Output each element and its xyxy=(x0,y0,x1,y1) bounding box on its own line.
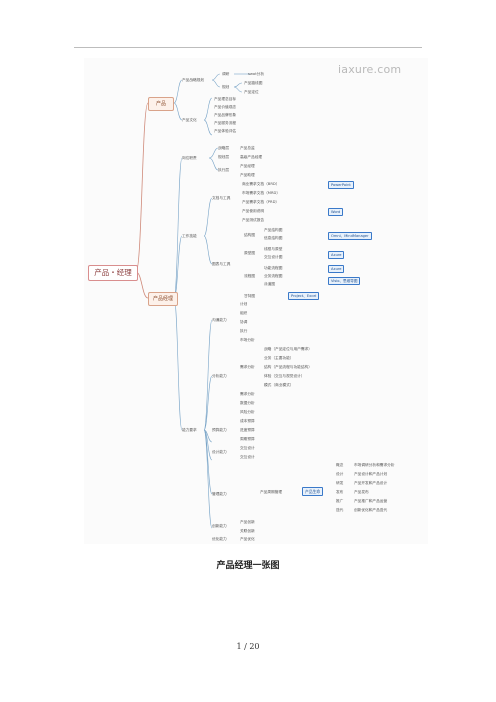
duty-val: 产品总监 xyxy=(240,146,255,150)
flow-label: 流程图 xyxy=(244,274,256,278)
doc-item: 商业需求文档（BRD） xyxy=(242,182,280,186)
optimize-label: 优化能力 xyxy=(212,537,227,541)
watermark: iaxure.com xyxy=(338,63,402,76)
gantt-label: 甘特图 xyxy=(244,294,256,298)
design-item: 交互设计 xyxy=(240,455,255,459)
ability-label: 能力要求 xyxy=(182,428,197,432)
duty-val: 产品助理 xyxy=(240,173,255,177)
culture-item: 产品服务流程 xyxy=(214,121,237,125)
doc-item: 产品使用说明 xyxy=(242,209,265,213)
tool-project: Project、Excel xyxy=(288,292,320,300)
tool-omni: Omni、MindManager xyxy=(328,232,372,240)
analysis-item: 数据分析 xyxy=(240,401,255,405)
figure-caption: 产品经理一张图 xyxy=(216,561,280,571)
culture-item: 产品品牌形象 xyxy=(214,113,237,117)
analysis-label: 分析能力 xyxy=(212,374,227,378)
demand-item: 结构（产品流程与功能结构） xyxy=(264,365,312,369)
phase-key: 发布 xyxy=(336,490,344,494)
comm-label: 沟通能力 xyxy=(212,318,227,322)
tool-word: Word xyxy=(328,208,344,216)
phase-val: 产品开发和产品设计 xyxy=(354,481,388,485)
proto-item: 交互设计图 xyxy=(264,255,283,259)
proto-label: 原型图 xyxy=(244,251,256,255)
culture-item: 产品体验评估 xyxy=(214,129,237,133)
phase-key: 推广 xyxy=(336,499,344,503)
product-culture: 产品文化 xyxy=(182,118,197,122)
product-route: 产品路线图 xyxy=(244,81,263,85)
analysis-item: 风险分析 xyxy=(240,410,255,414)
tool-axure-2: Axure xyxy=(328,265,345,273)
proto-item: 线框与原型 xyxy=(264,247,283,251)
comm-item: 执行 xyxy=(240,329,248,333)
phase-val: 市场调研分析和需求分析 xyxy=(354,463,395,467)
optimize-item: 产品优化 xyxy=(240,537,255,541)
phase-val: 产品推广和产品运营 xyxy=(354,499,388,503)
phase-val: 创新优化和产品迭代 xyxy=(354,508,388,512)
innov-item: 关联创新 xyxy=(240,529,255,533)
innov-label: 创新能力 xyxy=(212,524,227,528)
demand-item: 业务（主要功能） xyxy=(264,356,294,360)
duty-val: 高级产品经理 xyxy=(240,155,263,159)
culture-item: 产品价值观念 xyxy=(214,105,237,109)
design-label: 设计能力 xyxy=(212,450,227,454)
lifecycle-label: 产品周期管理 xyxy=(260,490,283,494)
tool-visio: Visio、思维导图 xyxy=(328,277,361,285)
forecast-label: 预算能力 xyxy=(212,428,227,432)
page-number: 1 / 20 xyxy=(236,642,260,651)
manage-label: 管理能力 xyxy=(212,492,227,496)
node-product: 产品 xyxy=(148,97,174,111)
flow-item: 泳道图 xyxy=(264,282,276,286)
node-product-manager: 产品经理 xyxy=(148,292,178,306)
demand-item: 体验（交互与视觉设计） xyxy=(264,374,305,378)
culture-item: 产品理念目标 xyxy=(214,97,237,101)
forecast-item: 成本预算 xyxy=(240,419,255,423)
product-analysis: 调研 xyxy=(222,72,230,76)
product-position: 产品定位 xyxy=(244,90,259,94)
comm-item: 计划 xyxy=(240,302,248,306)
flow-item: 功能流程图 xyxy=(264,266,283,270)
innov-item: 产品创新 xyxy=(240,520,255,524)
tool-axure: Axure xyxy=(328,251,345,259)
duty-val: 产品经理 xyxy=(240,164,255,168)
flow-item: 业务流程图 xyxy=(264,274,283,278)
design-item: 交互设计 xyxy=(240,446,255,450)
duty-label: 岗位职责 xyxy=(182,156,197,160)
duty-key: 执行层 xyxy=(218,168,230,172)
product-swot: swot分析 xyxy=(248,72,265,76)
phase-val: 产品设计和产品计划 xyxy=(354,472,388,476)
phase-key: 研发 xyxy=(336,481,344,485)
mind-map: iaxure.com 产品・经理 产品 产品经理 产品战略规划 调研 swot分… xyxy=(84,58,428,544)
phase-key: 迭代 xyxy=(336,508,344,512)
market-analysis: 市场分析 xyxy=(240,338,255,342)
duty-key: 战略层 xyxy=(218,146,230,150)
phase-val: 产品发布 xyxy=(354,490,369,494)
tool-powerpoint: PowerPoint xyxy=(328,181,354,189)
analysis-item: 需求分析 xyxy=(240,392,255,396)
work-label: 工作技能 xyxy=(182,234,197,238)
header-rule xyxy=(74,47,422,48)
structure-item: 信息结构图 xyxy=(264,236,283,240)
structure-label: 结构图 xyxy=(244,233,256,237)
demand-item: 模式（商业模式） xyxy=(264,383,294,387)
structure-item: 产品结构图 xyxy=(264,228,283,232)
chart-tools: 图表与工具 xyxy=(212,262,231,266)
phase-key: 概念 xyxy=(336,463,344,467)
phase-key: 设计 xyxy=(336,472,344,476)
product-planning2: 规划 xyxy=(222,85,230,89)
demand-analysis: 需求分析 xyxy=(240,365,255,369)
duty-key: 规划层 xyxy=(218,155,230,159)
product-planning: 产品战略规划 xyxy=(182,78,205,82)
product-life-node: 产品生命 xyxy=(302,487,324,496)
comm-item: 组织 xyxy=(240,311,248,315)
comm-item: 协调 xyxy=(240,320,248,324)
doc-item: 产品测试报告 xyxy=(242,218,265,222)
doc-item: 产品需求文档（PRD） xyxy=(242,200,280,204)
root-node: 产品・经理 xyxy=(88,265,138,281)
demand-item: 战略（产品定位与用户需求） xyxy=(264,347,312,351)
doc-item: 市场需求文档（MRD） xyxy=(242,191,281,195)
doc-tools: 文档与工具 xyxy=(212,196,231,200)
forecast-item: 周期预算 xyxy=(240,437,255,441)
forecast-item: 进度预算 xyxy=(240,428,255,432)
